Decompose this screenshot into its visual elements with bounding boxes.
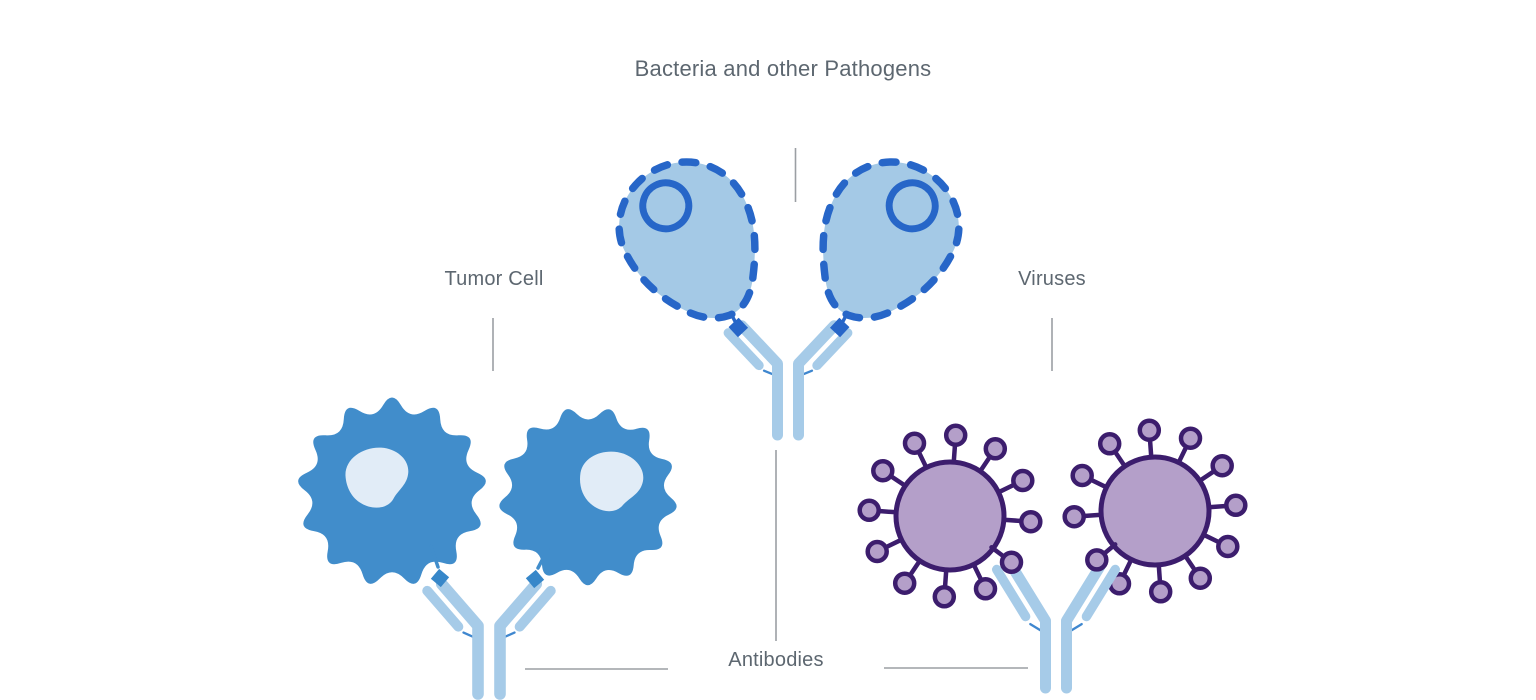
- tumor-cells: [298, 397, 677, 586]
- bacterium-body: [819, 158, 963, 322]
- virus-binding-knob: [999, 550, 1024, 575]
- light-chain: [812, 328, 853, 371]
- virus-spike-knob: [1011, 468, 1035, 493]
- bacterium-body: [615, 158, 759, 322]
- virus-spike-knob: [1062, 504, 1086, 529]
- antigen-connector-square: [430, 568, 450, 588]
- heavy-chain: [494, 578, 543, 700]
- heavy-chain: [435, 578, 484, 700]
- heavy-chain: [1061, 560, 1106, 694]
- light-chain: [1081, 564, 1121, 622]
- virus-binding-knob: [1085, 548, 1109, 572]
- virus-binding-spikes: [989, 542, 1118, 575]
- bacterium-right-icon: [819, 158, 963, 338]
- light-chain: [514, 585, 556, 632]
- antigen-connector-square: [829, 317, 850, 338]
- virus-spike-knob: [1210, 453, 1234, 478]
- labels: Bacteria and other Pathogens Tumor Cell …: [444, 56, 1085, 671]
- virus-spike-knob: [1070, 463, 1094, 488]
- virus-spike-knob: [1178, 426, 1203, 450]
- heavy-chain: [736, 320, 783, 441]
- virus-spike-knob: [892, 571, 917, 595]
- tumor-antigen-stalk: [536, 547, 550, 570]
- bacteria-label: Bacteria and other Pathogens: [635, 56, 932, 81]
- virus-spike-knob: [865, 539, 889, 564]
- virus-spike-knob: [973, 577, 998, 601]
- tumor-cell-nucleus: [345, 447, 409, 508]
- bacterium-nucleoid: [639, 179, 693, 233]
- virus-icons: [857, 418, 1248, 609]
- antigen-connector-square: [525, 569, 545, 589]
- light-chain: [723, 328, 764, 371]
- light-chain: [422, 585, 464, 632]
- virus-spike-knob: [1019, 509, 1043, 534]
- bacterium-nucleoid: [885, 179, 939, 233]
- virus-spike-knob: [1188, 566, 1213, 590]
- leader-lines: [492, 148, 1053, 670]
- light-chain: [991, 564, 1031, 622]
- heavy-chain: [1006, 560, 1051, 694]
- tumor-antigen-connectors: [429, 544, 550, 589]
- virus-spike-knob: [1097, 432, 1122, 456]
- virus-spike-knob: [932, 585, 957, 609]
- tumor-cell-nucleus: [580, 451, 644, 512]
- virus-spike-knob: [1224, 493, 1248, 518]
- virus-spike-knob: [871, 458, 895, 483]
- heavy-chain: [793, 320, 840, 441]
- virus-spike-knob: [943, 423, 968, 447]
- virus-capsid: [1098, 454, 1212, 568]
- virus-spike-knob: [1216, 534, 1240, 559]
- bacteria-antibody-icon: [723, 320, 853, 441]
- virus-antibody-icon: [991, 560, 1121, 694]
- tumor-antibody-icon: [422, 578, 556, 700]
- bacterium-left-icon: [615, 158, 759, 338]
- tumor-antigen-stalk: [429, 544, 440, 569]
- viruses-label: Viruses: [1018, 268, 1086, 290]
- virus-capsid: [893, 459, 1007, 573]
- virus-spike-knob: [983, 437, 1008, 461]
- virus-spike-knob: [1148, 580, 1173, 604]
- virus-spike-knob: [902, 431, 927, 455]
- virus-spike-knob: [1137, 418, 1162, 442]
- antibodies-label: Antibodies: [728, 649, 823, 671]
- virus-spike-knob: [857, 498, 881, 523]
- tumor-cell-label: Tumor Cell: [444, 268, 543, 290]
- antigen-connector-square: [728, 317, 749, 338]
